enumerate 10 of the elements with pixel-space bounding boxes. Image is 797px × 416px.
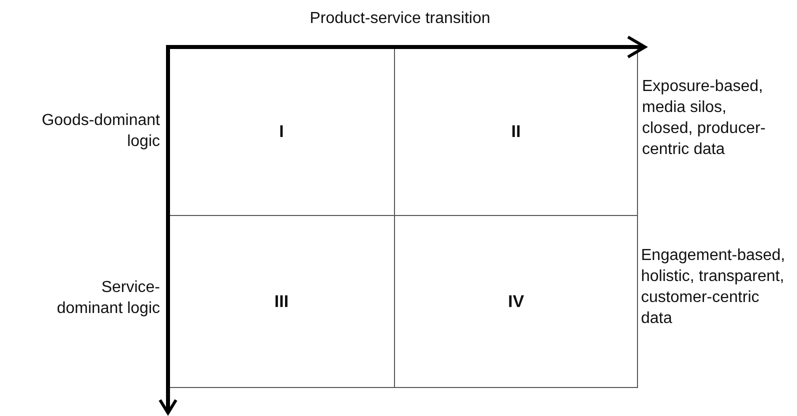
quadrant-numeral: I — [279, 122, 284, 142]
quadrant-numeral: IV — [508, 292, 524, 312]
quadrant-numeral: III — [274, 292, 289, 312]
text-label: Goods-dominant logic — [40, 111, 160, 152]
text-label: Service-dominant logic — [56, 278, 160, 319]
text-label: Exposure-based, media silos, closed, producer-centric data — [642, 77, 767, 160]
quadrant-numeral: II — [511, 122, 521, 142]
quadrant-cell — [394, 215, 638, 388]
axis-label: Product-service transition — [308, 9, 492, 29]
text-label: Engagement-based, holistic, transparent, customer-centric data — [641, 246, 786, 329]
